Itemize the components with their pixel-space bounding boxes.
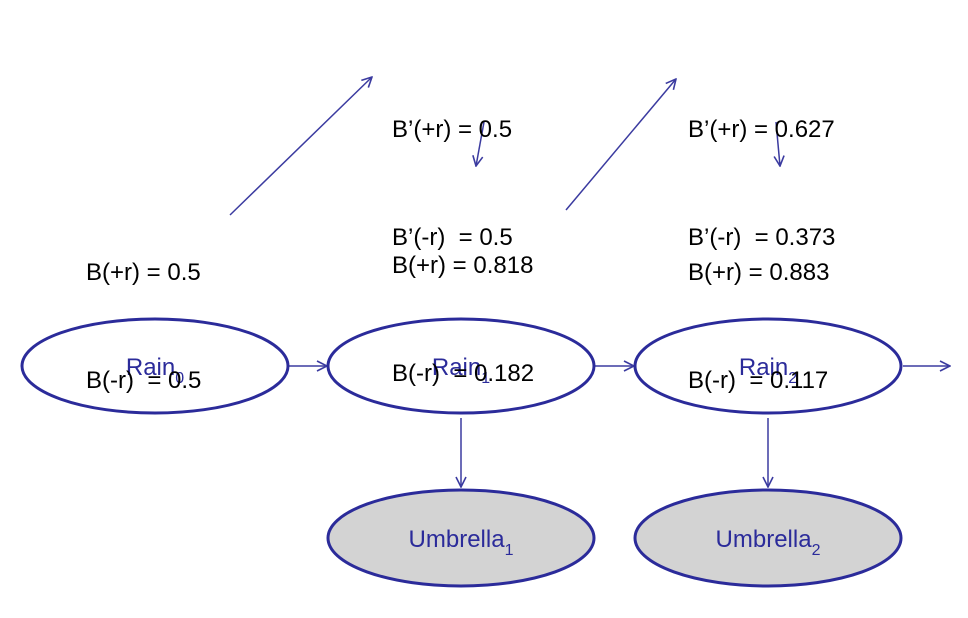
node-umbrella2-base: Umbrella xyxy=(716,526,813,553)
belief-t2-update-plus: B(+r) = 0.883 xyxy=(688,259,830,286)
node-umbrella1-ellipse xyxy=(326,488,596,588)
belief-t1-update-minus: B(-r) = 0.182 xyxy=(392,360,535,387)
node-umbrella2-ellipse xyxy=(633,488,903,588)
node-rain2-ellipse xyxy=(633,317,903,415)
arrow-b1-to-b2-predict xyxy=(565,79,676,211)
belief-t2-predict: B’(+r) = 0.627 B’(-r) = 0.373 xyxy=(688,40,835,292)
node-rain2-label: Rain2 xyxy=(739,354,797,387)
arrow-b2-predict-to-update xyxy=(776,121,780,166)
belief-t1-update-plus: B(+r) = 0.818 xyxy=(392,252,534,279)
node-umbrella1-subscript: 1 xyxy=(505,542,514,559)
node-rain1-subscript: 1 xyxy=(481,370,490,387)
node-umbrella2-label: Umbrella2 xyxy=(716,526,821,559)
belief-t2-update: B(+r) = 0.883 B(-r) = 0.117 xyxy=(688,183,829,435)
node-rain1: Rain1 xyxy=(326,317,596,415)
node-rain0-label: Rain0 xyxy=(126,354,184,387)
belief-t1-predict-minus: B’(-r) = 0.5 xyxy=(392,224,513,251)
belief-t2-update-minus: B(-r) = 0.117 xyxy=(688,367,829,394)
node-rain0-subscript: 0 xyxy=(175,370,184,387)
belief-t1-predict: B’(+r) = 0.5 B’(-r) = 0.5 xyxy=(392,40,513,292)
node-rain1-ellipse xyxy=(326,317,596,415)
node-umbrella1: Umbrella1 xyxy=(326,488,596,588)
arrow-b0-to-b1-predict xyxy=(229,77,372,216)
node-rain2-subscript: 2 xyxy=(788,370,797,387)
node-rain2-base: Rain xyxy=(739,354,788,381)
node-rain1-label: Rain1 xyxy=(432,354,490,387)
arrow-b1-predict-to-update xyxy=(476,121,485,166)
belief-t1-update: B(+r) = 0.818 B(-r) = 0.182 xyxy=(392,176,534,428)
node-rain0-ellipse xyxy=(20,317,290,415)
node-umbrella1-base: Umbrella xyxy=(409,526,506,553)
node-umbrella1-label: Umbrella1 xyxy=(409,526,514,559)
belief-t2-predict-minus: B’(-r) = 0.373 xyxy=(688,224,836,251)
belief-t0-minus: B(-r) = 0.5 xyxy=(86,367,202,394)
node-rain1-base: Rain xyxy=(432,354,481,381)
node-umbrella2-subscript: 2 xyxy=(812,542,821,559)
belief-t0: B(+r) = 0.5 B(-r) = 0.5 xyxy=(86,183,201,435)
node-rain2: Rain2 xyxy=(633,317,903,415)
node-umbrella2: Umbrella2 xyxy=(633,488,903,588)
node-rain0-base: Rain xyxy=(126,354,175,381)
belief-t1-predict-plus: B’(+r) = 0.5 xyxy=(392,116,513,143)
node-rain0: Rain0 xyxy=(20,317,290,415)
belief-t2-predict-plus: B’(+r) = 0.627 xyxy=(688,116,835,143)
belief-t0-plus: B(+r) = 0.5 xyxy=(86,259,201,286)
